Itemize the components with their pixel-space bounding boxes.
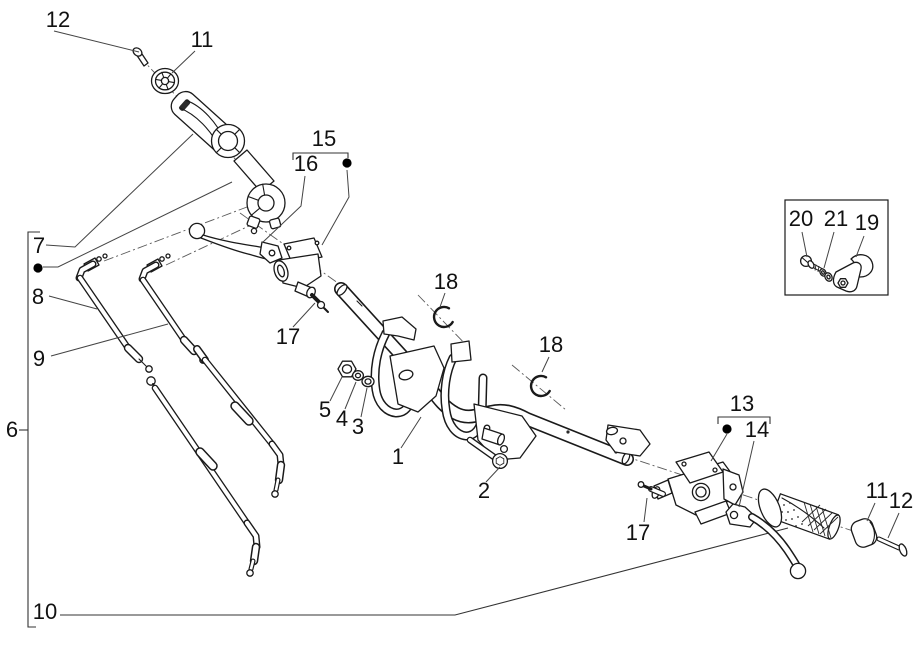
part-label-18-lower: 18: [538, 332, 564, 357]
flange-nut: [337, 360, 357, 378]
part-label-20: 20: [788, 206, 814, 231]
snap-ring-lower: [529, 374, 551, 398]
bullet-marker-15: [342, 158, 352, 168]
brake-lever-right: [725, 503, 807, 580]
bleed-valve-right: [637, 481, 666, 497]
inset-cable-clamp: [832, 254, 874, 293]
part-label-6: 6: [5, 417, 19, 442]
part-label-16: 16: [293, 151, 319, 176]
switch-bracket: [605, 424, 651, 457]
part-label-13: 13: [729, 391, 755, 416]
inset-washers: [819, 268, 833, 282]
grip-screw-left: [132, 47, 149, 67]
grip-end-cap-right: [850, 518, 878, 548]
part-label-21: 21: [823, 206, 849, 231]
part-label-12-right: 12: [888, 488, 914, 513]
part-label-4: 4: [335, 406, 349, 431]
brake-lever-left: [188, 222, 283, 264]
bullet-marker-7: [33, 263, 43, 273]
clamp-bolt: [466, 436, 509, 470]
part-label-11-top-left: 11: [190, 27, 214, 52]
spring-washer: [351, 370, 365, 381]
part-label-2: 2: [477, 478, 491, 503]
throttle-housing: [246, 183, 286, 235]
part-label-8: 8: [31, 284, 45, 309]
left-hand-grip: [170, 90, 246, 159]
part-label-5: 5: [318, 397, 332, 422]
part-label-12-top-left: 12: [45, 7, 71, 32]
right-hand-grip: [757, 488, 841, 540]
leader-lines: [43, 30, 900, 539]
inset-screw: [799, 254, 826, 274]
mounting-plate-left: [389, 345, 445, 413]
bullet-marker-13: [722, 424, 732, 434]
part-label-1: 1: [391, 444, 405, 469]
bleed-valve-left: [310, 293, 329, 313]
master-cylinder-left: [273, 237, 323, 299]
part-label-17-right: 17: [625, 520, 651, 545]
throttle-cable-lower-1: [146, 376, 261, 577]
part-label-11-right: 11: [865, 478, 889, 503]
snap-ring-upper: [432, 305, 454, 329]
throttle-cable-upper-2: [138, 253, 207, 364]
part-label-14: 14: [744, 417, 770, 442]
throttle-tube: [233, 149, 275, 193]
throttle-cable-upper-1: [75, 253, 153, 373]
part-label-7: 7: [32, 233, 46, 258]
mounting-plate-right: [473, 403, 537, 461]
reference-brackets: [19, 152, 889, 628]
part-label-19: 19: [854, 210, 880, 235]
part-label-15: 15: [311, 126, 337, 151]
throttle-cable-lower-2: [193, 345, 286, 498]
part-label-3: 3: [351, 414, 365, 439]
grip-screw-right: [876, 536, 908, 557]
part-label-10: 10: [32, 599, 58, 624]
grip-end-cap-left: [150, 67, 180, 95]
flat-washer: [361, 375, 375, 388]
part-label-18-upper: 18: [433, 269, 459, 294]
inset-detail-box: [784, 199, 889, 296]
part-label-17-left: 17: [275, 324, 301, 349]
part-label-9: 9: [32, 346, 46, 371]
master-cylinder-right: [651, 451, 744, 525]
